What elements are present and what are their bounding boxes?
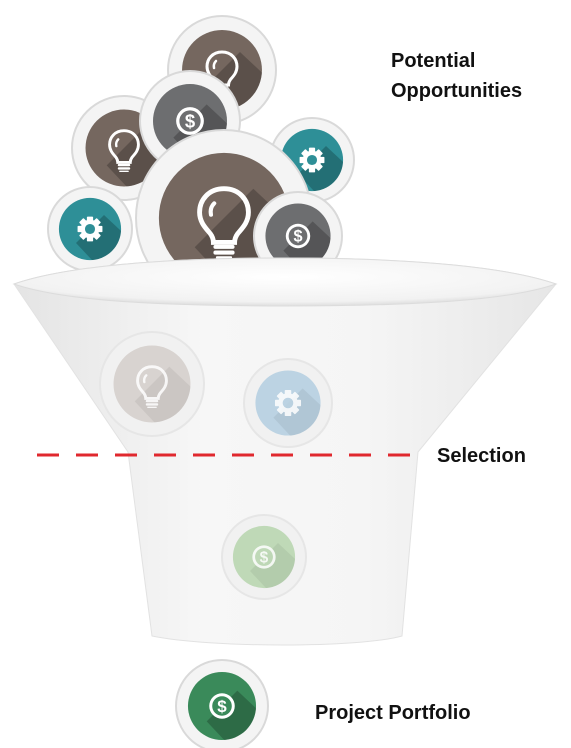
gear-icon [243, 358, 333, 448]
selection-label: Selection [437, 445, 526, 467]
potential-line-1: Potential [391, 50, 476, 72]
dollar-icon [175, 659, 269, 748]
lightbulb-icon [99, 331, 205, 437]
potential-line-2: Opportunities [391, 80, 523, 102]
gear-icon [47, 186, 133, 272]
dollar-icon [221, 514, 307, 600]
potential-opportunities-label: Potential Opportunities [391, 46, 522, 106]
project-portfolio-label: Project Portfolio [315, 702, 471, 724]
